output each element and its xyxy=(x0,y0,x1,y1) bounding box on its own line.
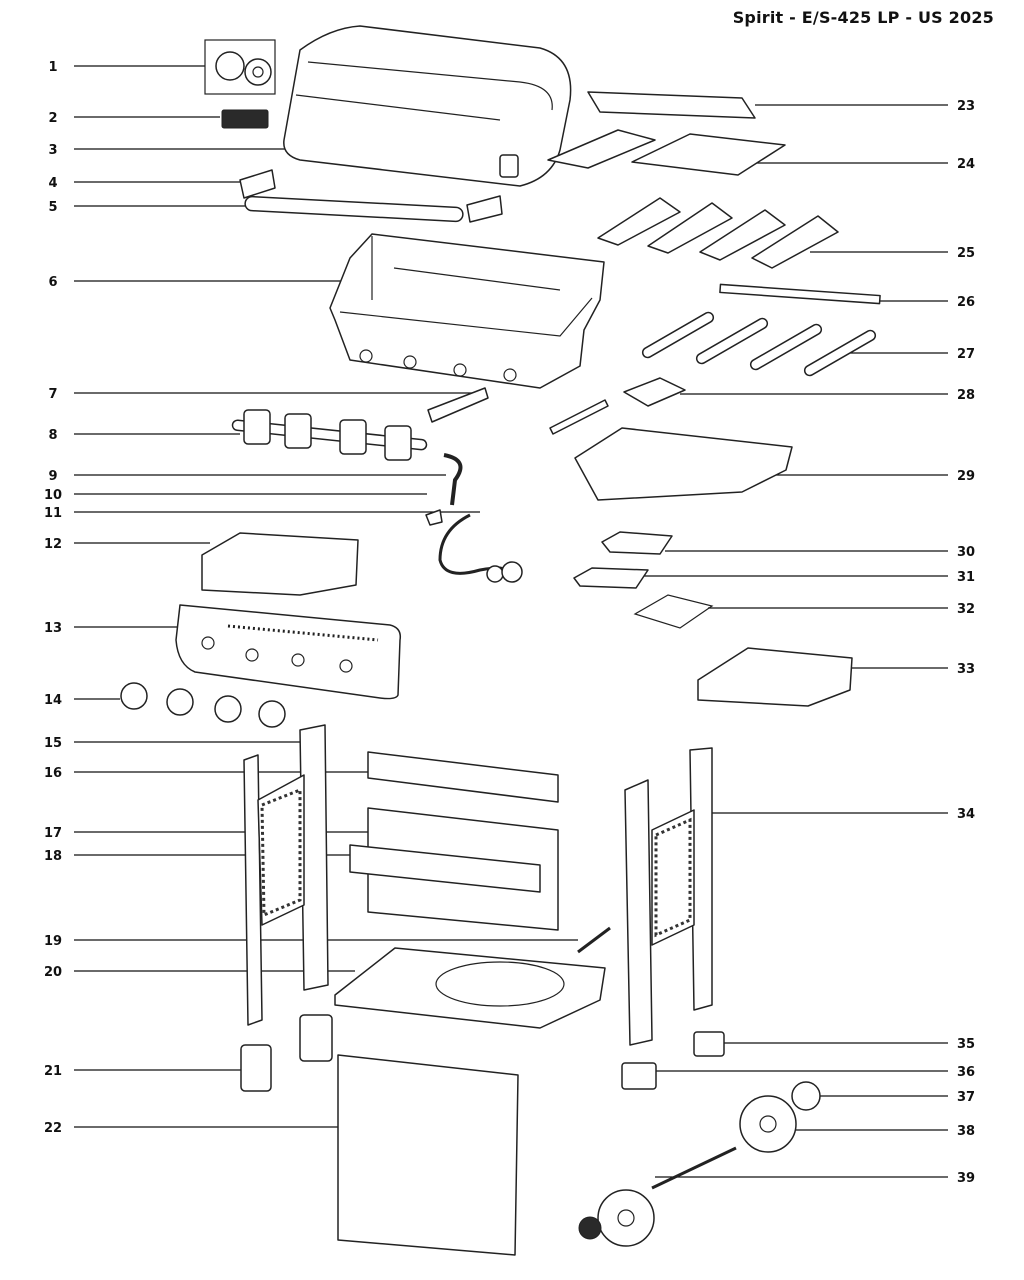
callout-number-17: 17 xyxy=(44,826,62,841)
callout-number-12: 12 xyxy=(44,537,62,552)
part-35-caster xyxy=(693,1031,725,1057)
part-4-hinge-right xyxy=(466,195,503,223)
callout-number-27: 27 xyxy=(957,347,975,362)
callout-number-24: 24 xyxy=(957,157,975,172)
diagram-title: Spirit - E/S-425 LP - US 2025 xyxy=(732,8,994,27)
part-drawings xyxy=(120,25,881,1256)
part-12-side-table xyxy=(201,532,359,596)
part-11-regulator-hose xyxy=(438,513,523,583)
callout-number-38: 38 xyxy=(957,1124,975,1139)
callout-number-11: 11 xyxy=(44,506,62,521)
callout-number-35: 35 xyxy=(957,1037,975,1052)
callout-number-14: 14 xyxy=(44,693,62,708)
part-19-pin xyxy=(577,926,611,954)
callout-number-33: 33 xyxy=(957,662,975,677)
part-38-wheel xyxy=(739,1095,797,1153)
part-31-drip-pan-holder xyxy=(573,567,649,589)
part-30-drip-pan xyxy=(601,531,673,555)
callout-number-23: 23 xyxy=(957,99,975,114)
callout-number-30: 30 xyxy=(957,545,975,560)
callout-number-7: 7 xyxy=(48,387,57,402)
callout-number-39: 39 xyxy=(957,1171,975,1186)
part-1-thermometer xyxy=(204,39,276,95)
callout-number-3: 3 xyxy=(48,143,57,158)
part-25-flavorizer-bars xyxy=(597,197,839,269)
part-16-rear-panel xyxy=(367,751,559,803)
callout-number-36: 36 xyxy=(957,1065,975,1080)
part-28-deflector xyxy=(549,377,686,435)
part-21-legs xyxy=(240,1014,333,1092)
part-27-burner-tubes xyxy=(641,311,877,377)
callout-number-1: 1 xyxy=(48,60,57,75)
part-10-clip xyxy=(425,509,443,526)
callout-labels: 1234567891011121314151617181920212223242… xyxy=(44,60,975,1186)
part-7-bracket xyxy=(427,387,489,423)
callout-number-21: 21 xyxy=(44,1064,62,1079)
part-39-axle xyxy=(578,1146,737,1247)
part-15-left-frame xyxy=(243,724,329,1026)
callout-number-25: 25 xyxy=(957,246,975,261)
part-2-badge xyxy=(221,109,269,129)
callout-number-31: 31 xyxy=(957,570,975,585)
part-24-grates xyxy=(547,129,786,176)
callout-number-32: 32 xyxy=(957,602,975,617)
part-29-grease-tray xyxy=(574,427,793,501)
callout-number-37: 37 xyxy=(957,1090,975,1105)
part-22-door xyxy=(337,1054,519,1256)
callout-number-8: 8 xyxy=(48,428,57,443)
callout-number-19: 19 xyxy=(44,934,62,949)
part-33-side-table xyxy=(697,647,853,707)
callout-number-4: 4 xyxy=(48,176,57,191)
part-6-cookbox xyxy=(329,233,605,389)
callout-number-20: 20 xyxy=(44,965,62,980)
callout-number-29: 29 xyxy=(957,469,975,484)
callout-number-34: 34 xyxy=(957,807,975,822)
callout-number-10: 10 xyxy=(44,488,62,503)
callout-number-22: 22 xyxy=(44,1121,62,1136)
callout-number-2: 2 xyxy=(48,111,57,126)
part-18-bracket xyxy=(349,844,541,893)
callout-number-6: 6 xyxy=(48,275,57,290)
part-23-warming-rack xyxy=(587,91,756,119)
callout-number-5: 5 xyxy=(48,200,57,215)
part-32-holder xyxy=(633,594,714,629)
part-9-tube xyxy=(443,453,463,506)
callout-number-16: 16 xyxy=(44,766,62,781)
callout-number-18: 18 xyxy=(44,849,62,864)
part-8-manifold xyxy=(231,409,428,461)
callout-number-13: 13 xyxy=(44,621,62,636)
part-3-lid xyxy=(283,25,572,187)
callout-number-28: 28 xyxy=(957,388,975,403)
part-20-bottom-shelf xyxy=(334,947,606,1029)
part-5-handle xyxy=(244,195,464,223)
part-14-knobs xyxy=(120,682,286,728)
part-13-control-panel xyxy=(175,604,402,700)
part-37-hubcap xyxy=(791,1081,821,1111)
callout-number-15: 15 xyxy=(44,736,62,751)
part-4-hinge-left xyxy=(239,169,276,199)
callout-number-26: 26 xyxy=(957,295,975,310)
part-26-bar xyxy=(719,283,881,305)
part-34-right-frame xyxy=(624,747,713,1046)
callout-number-9: 9 xyxy=(48,469,57,484)
part-36-caster xyxy=(621,1062,657,1090)
